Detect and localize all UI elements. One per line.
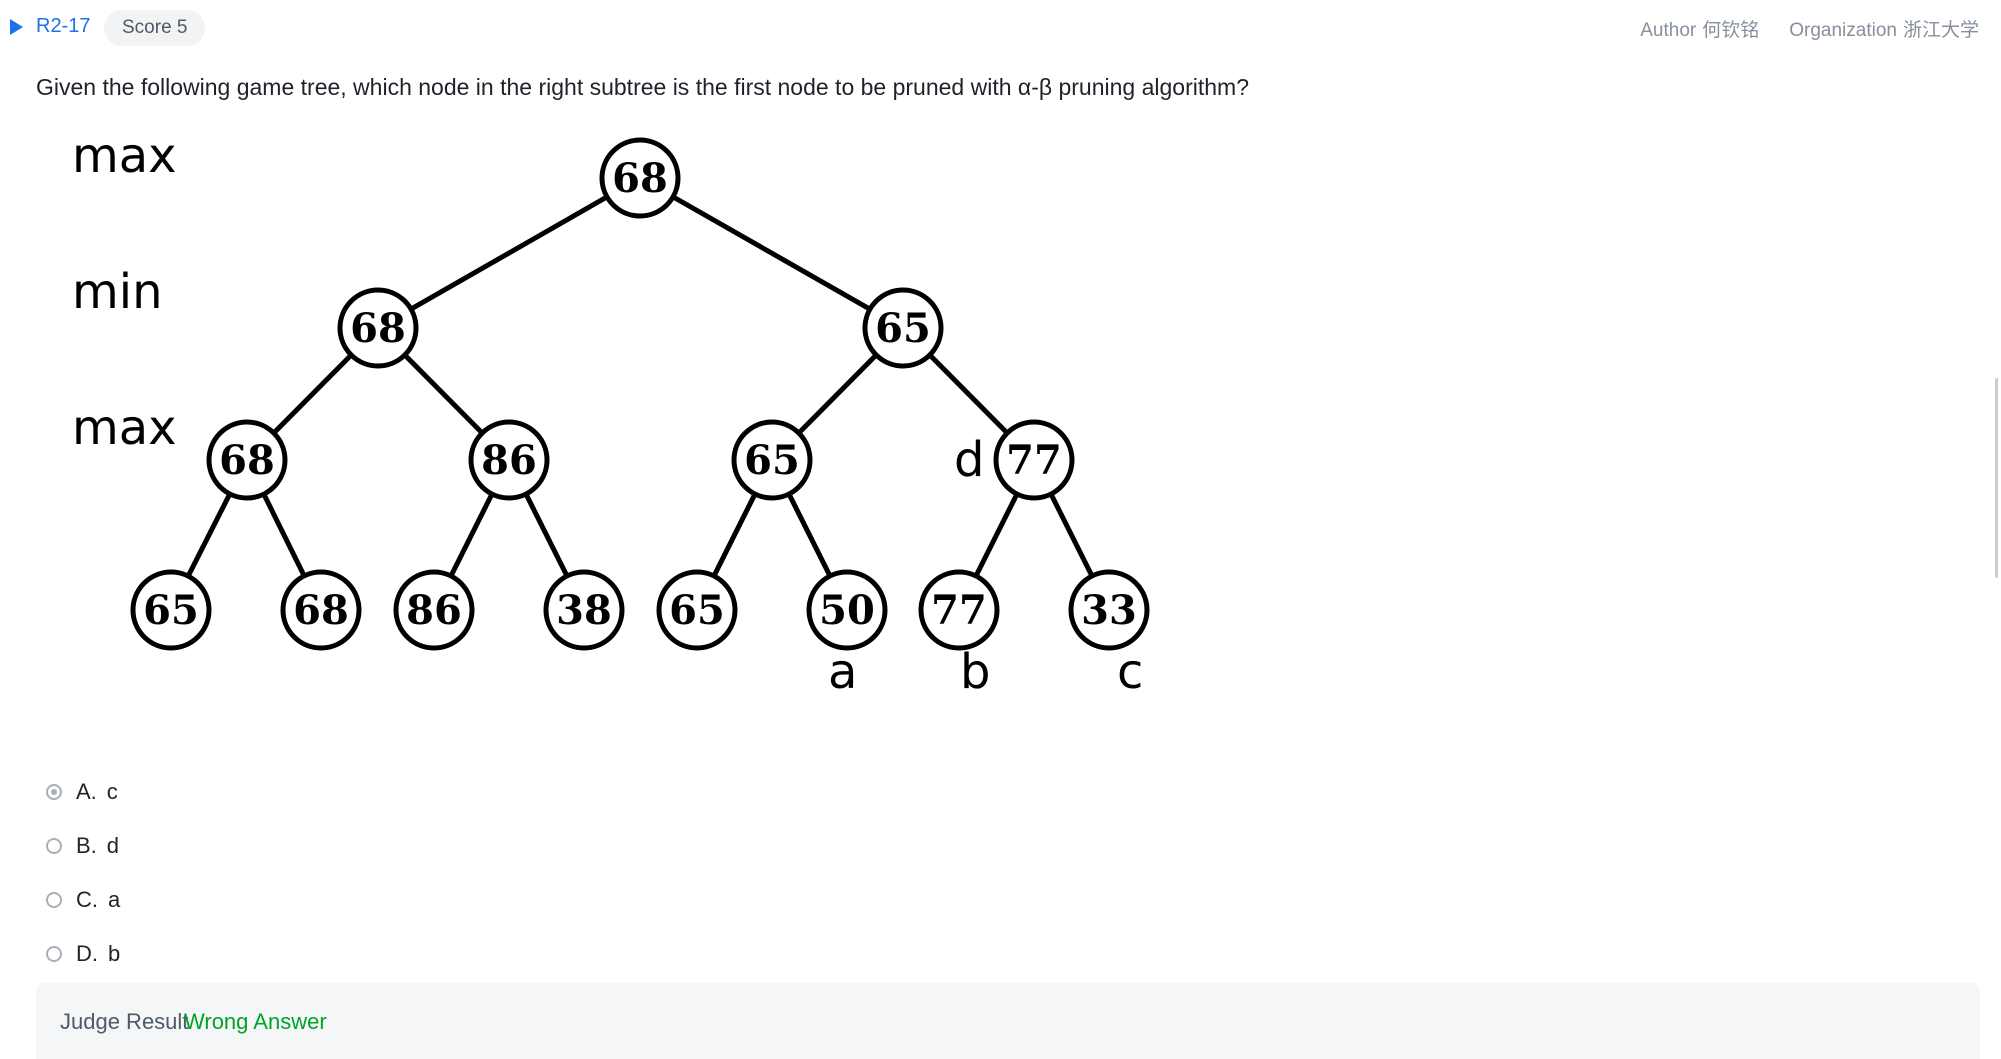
option-b[interactable]: B. d (46, 826, 346, 866)
node-max-1: 68 (206, 419, 288, 501)
node-max-3: 65 (731, 419, 813, 501)
leaf-2: 68 (280, 569, 362, 651)
option-letter: B. (76, 833, 97, 858)
radio-empty-icon[interactable] (46, 838, 62, 854)
option-letter: C. (76, 887, 98, 912)
node-root-value: 68 (612, 155, 668, 202)
annotation-d: d (954, 432, 984, 488)
level-label-max-top: max (72, 128, 177, 184)
leaf-2-value: 68 (293, 587, 349, 634)
node-max-4: 77 (993, 419, 1075, 501)
tree-edges (168, 175, 1112, 612)
node-min-left-value: 68 (350, 305, 406, 352)
option-text: d (106, 833, 120, 858)
leaf-6: 50 (806, 569, 888, 651)
leaf-7: 77 (918, 569, 1000, 651)
option-text: a (108, 887, 121, 912)
level-label-max-bottom: max (72, 400, 177, 456)
option-text: c (106, 779, 118, 804)
node-max-2: 86 (468, 419, 550, 501)
leaf-4-value: 38 (556, 587, 612, 634)
game-tree-figure: max min max 68 68 65 68 86 (0, 120, 1200, 720)
radio-selected-icon[interactable] (46, 784, 62, 800)
node-max-2-value: 86 (481, 437, 537, 484)
leaf-3: 86 (393, 569, 475, 651)
leaf-5: 65 (656, 569, 738, 651)
option-text: b (108, 941, 121, 966)
page-scrollbar[interactable] (1995, 378, 1998, 578)
node-max-4-value: 77 (1006, 437, 1062, 484)
edge-root-right (638, 175, 905, 331)
judge-result-label: Judge Result (60, 1009, 189, 1034)
radio-empty-icon[interactable] (46, 946, 62, 962)
annotation-a: a (828, 644, 857, 700)
option-a[interactable]: A. c (46, 772, 346, 812)
problem-id-link[interactable]: R2-17 (36, 15, 91, 37)
annotation-b: b (960, 644, 990, 700)
leaf-8-value: 33 (1081, 587, 1137, 634)
leaf-1: 65 (130, 569, 212, 651)
author-label: Author (1640, 20, 1697, 41)
leaf-3-value: 86 (406, 587, 462, 634)
leaf-1-value: 65 (143, 587, 199, 634)
score-badge: Score 5 (104, 10, 206, 46)
question-text: Given the following game tree, which nod… (36, 74, 1249, 100)
radio-empty-icon[interactable] (46, 892, 62, 908)
organization-label: Organization (1789, 20, 1897, 41)
node-root: 68 (599, 137, 681, 219)
expand-triangle-icon[interactable] (10, 19, 23, 35)
option-d[interactable]: D. b (46, 934, 346, 974)
option-letter: A. (76, 779, 97, 804)
author-name: 何钦铭 (1702, 20, 1760, 41)
node-max-3-value: 65 (744, 437, 800, 484)
leaf-6-value: 50 (819, 587, 875, 634)
level-label-min: min (72, 264, 163, 320)
node-max-1-value: 68 (219, 437, 275, 484)
organization-name: 浙江大学 (1902, 20, 1979, 41)
node-min-left: 68 (337, 287, 419, 369)
edge-root-left (376, 175, 642, 331)
leaf-5-value: 65 (669, 587, 725, 634)
leaf-8: 33 (1068, 569, 1150, 651)
node-min-right: 65 (862, 287, 944, 369)
game-tree-svg: max min max 68 68 65 68 86 (72, 128, 1150, 700)
judge-result-panel: Judge Result Wrong Answer (36, 983, 1980, 1059)
node-min-right-value: 65 (875, 305, 931, 352)
leaf-7-value: 77 (931, 587, 987, 634)
leaf-4: 38 (543, 569, 625, 651)
annotation-c: c (1117, 644, 1143, 700)
option-c[interactable]: C. a (46, 880, 346, 920)
option-letter: D. (76, 941, 98, 966)
judge-result-value: Wrong Answer (184, 1009, 327, 1034)
